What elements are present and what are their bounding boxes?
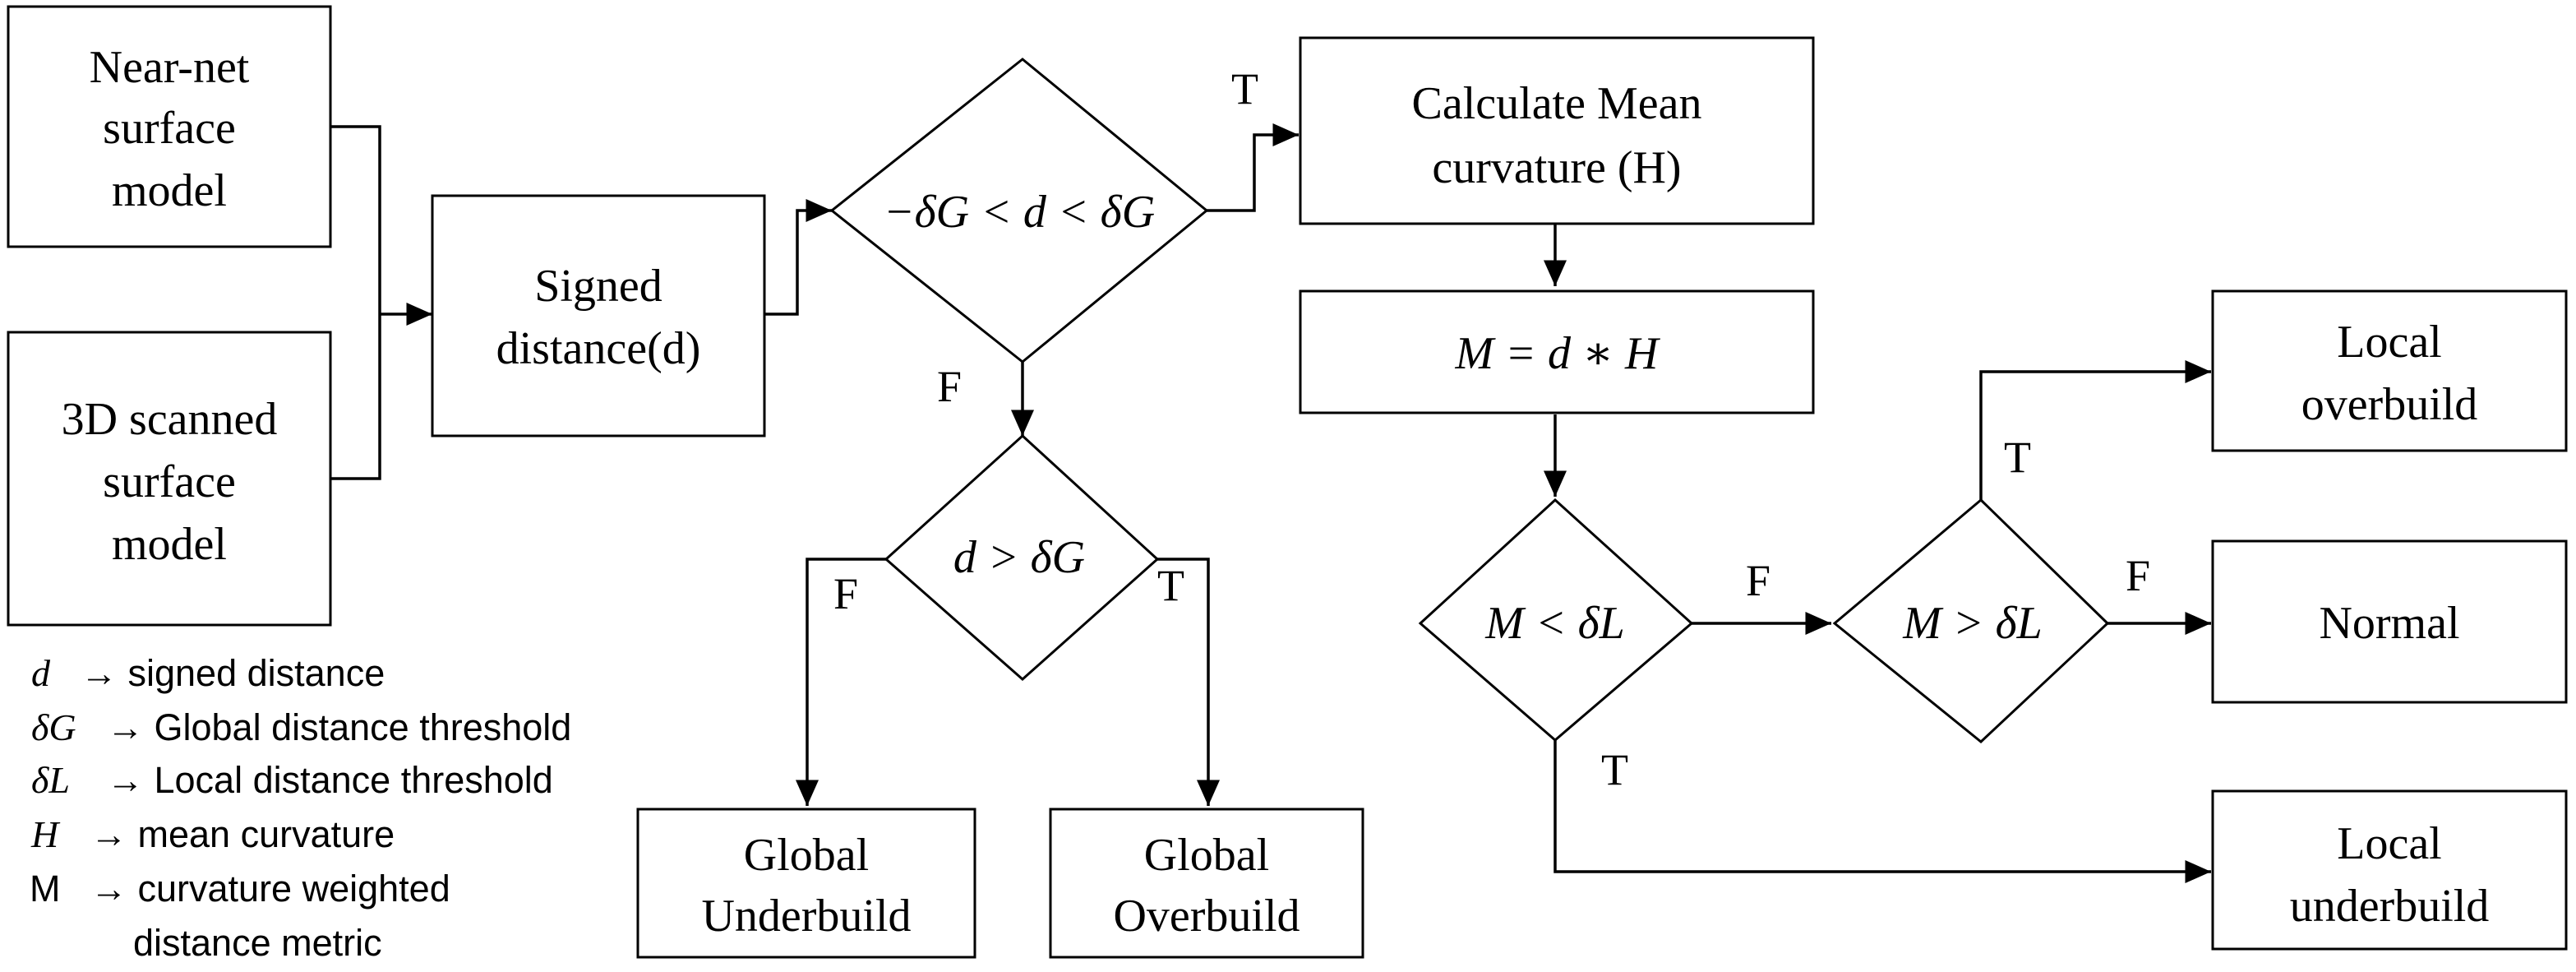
legend-text: → curvature weighted <box>90 868 450 910</box>
edge-label-true: T <box>1157 561 1184 610</box>
edge-cond-over-true <box>1157 558 1220 806</box>
node-label: Signed <box>534 261 662 312</box>
node-label: model <box>112 519 227 570</box>
legend-item: distance metric <box>133 922 382 964</box>
edges <box>330 123 2211 883</box>
decision-m-less-local: M < δL <box>1418 498 1694 742</box>
legend-symbol: M <box>30 868 61 910</box>
decision-label: M < δL <box>1484 598 1625 649</box>
legend-item: d → signed distance <box>31 652 385 694</box>
legend-item: δG → Global distance threshold <box>31 706 571 748</box>
edge-nearnet-to-merge <box>330 125 381 314</box>
edge-cond-greater-true <box>1979 360 2211 500</box>
node-label: M = d ∗ H <box>1455 328 1661 379</box>
edge-label-true: T <box>1231 64 1258 113</box>
node-label: Local <box>2337 317 2441 368</box>
edge-cond-over-false <box>796 558 886 806</box>
node-normal: Normal <box>2211 539 2568 704</box>
edge-label-true: T <box>1601 745 1628 794</box>
legend-item: δL → Local distance threshold <box>31 759 553 801</box>
legend-item: M → curvature weighted <box>30 868 450 910</box>
edge-cond-global-true <box>1207 123 1299 212</box>
legend-text: → mean curvature <box>90 813 395 855</box>
node-label: Local <box>2337 818 2441 869</box>
edge-label-false: F <box>833 569 858 618</box>
legend-symbol: d <box>31 652 51 694</box>
node-label: Near-net <box>90 42 250 93</box>
legend-text: → Global distance threshold <box>107 706 571 748</box>
node-global-overbuild: Global Overbuild <box>1049 808 1364 959</box>
node-label: Calculate Mean <box>1412 78 1702 129</box>
edge-label-false: F <box>2126 551 2150 600</box>
node-label: overbuild <box>2301 379 2478 430</box>
node-3d-scanned-surface-model: 3D scanned surface model <box>7 331 332 627</box>
edge-signed-to-cond-global <box>764 199 832 316</box>
edge-label-false: F <box>1746 556 1770 605</box>
legend-symbol: δL <box>31 759 70 801</box>
node-calculate-mean-curvature: Calculate Mean curvature (H) <box>1299 36 1815 225</box>
legend: d → signed distance δG → Global distance… <box>30 652 571 964</box>
legend-text: → signed distance <box>81 652 385 694</box>
decision-d-greater-global: d > δG <box>884 433 1160 682</box>
node-label: surface <box>103 103 236 154</box>
node-label: surface <box>103 456 236 507</box>
edge-cond-less-true <box>1553 740 2211 883</box>
edge-labels: T F F T F F T T <box>833 64 2150 794</box>
node-label: Global <box>1144 830 1269 881</box>
node-label: Normal <box>2319 598 2459 649</box>
legend-text: → Local distance threshold <box>107 759 553 801</box>
legend-text: distance metric <box>133 922 382 964</box>
node-label: underbuild <box>2290 881 2490 932</box>
node-label: Global <box>744 830 869 881</box>
decision-label: d > δG <box>953 532 1085 583</box>
decision-global-threshold: −δG < d < δG <box>829 58 1209 363</box>
edge-label-false: F <box>937 362 962 411</box>
node-m-formula: M = d ∗ H <box>1299 289 1815 414</box>
legend-symbol: δG <box>31 706 76 748</box>
edge-scanned-to-merge <box>330 314 381 480</box>
decision-label: −δG < d < δG <box>884 187 1155 238</box>
node-global-underbuild: Global Underbuild <box>636 808 976 959</box>
decision-label: M > δL <box>1902 598 2043 649</box>
node-near-net-surface-model: Near-net surface model <box>7 5 332 248</box>
node-label: model <box>112 165 227 216</box>
node-label: Overbuild <box>1113 891 1300 942</box>
decision-m-greater-local: M > δL <box>1832 498 2110 743</box>
edge-label-true: T <box>2004 433 2031 482</box>
node-label: 3D scanned <box>62 394 278 445</box>
node-label: distance(d) <box>496 323 701 374</box>
legend-item: H → mean curvature <box>30 813 395 855</box>
node-local-overbuild: Local overbuild <box>2211 289 2568 452</box>
legend-symbol: H <box>30 813 61 855</box>
node-label: curvature (H) <box>1432 142 1681 193</box>
node-signed-distance: Signed distance(d) <box>431 194 766 437</box>
node-label: Underbuild <box>701 891 911 942</box>
node-local-underbuild: Local underbuild <box>2211 789 2568 951</box>
